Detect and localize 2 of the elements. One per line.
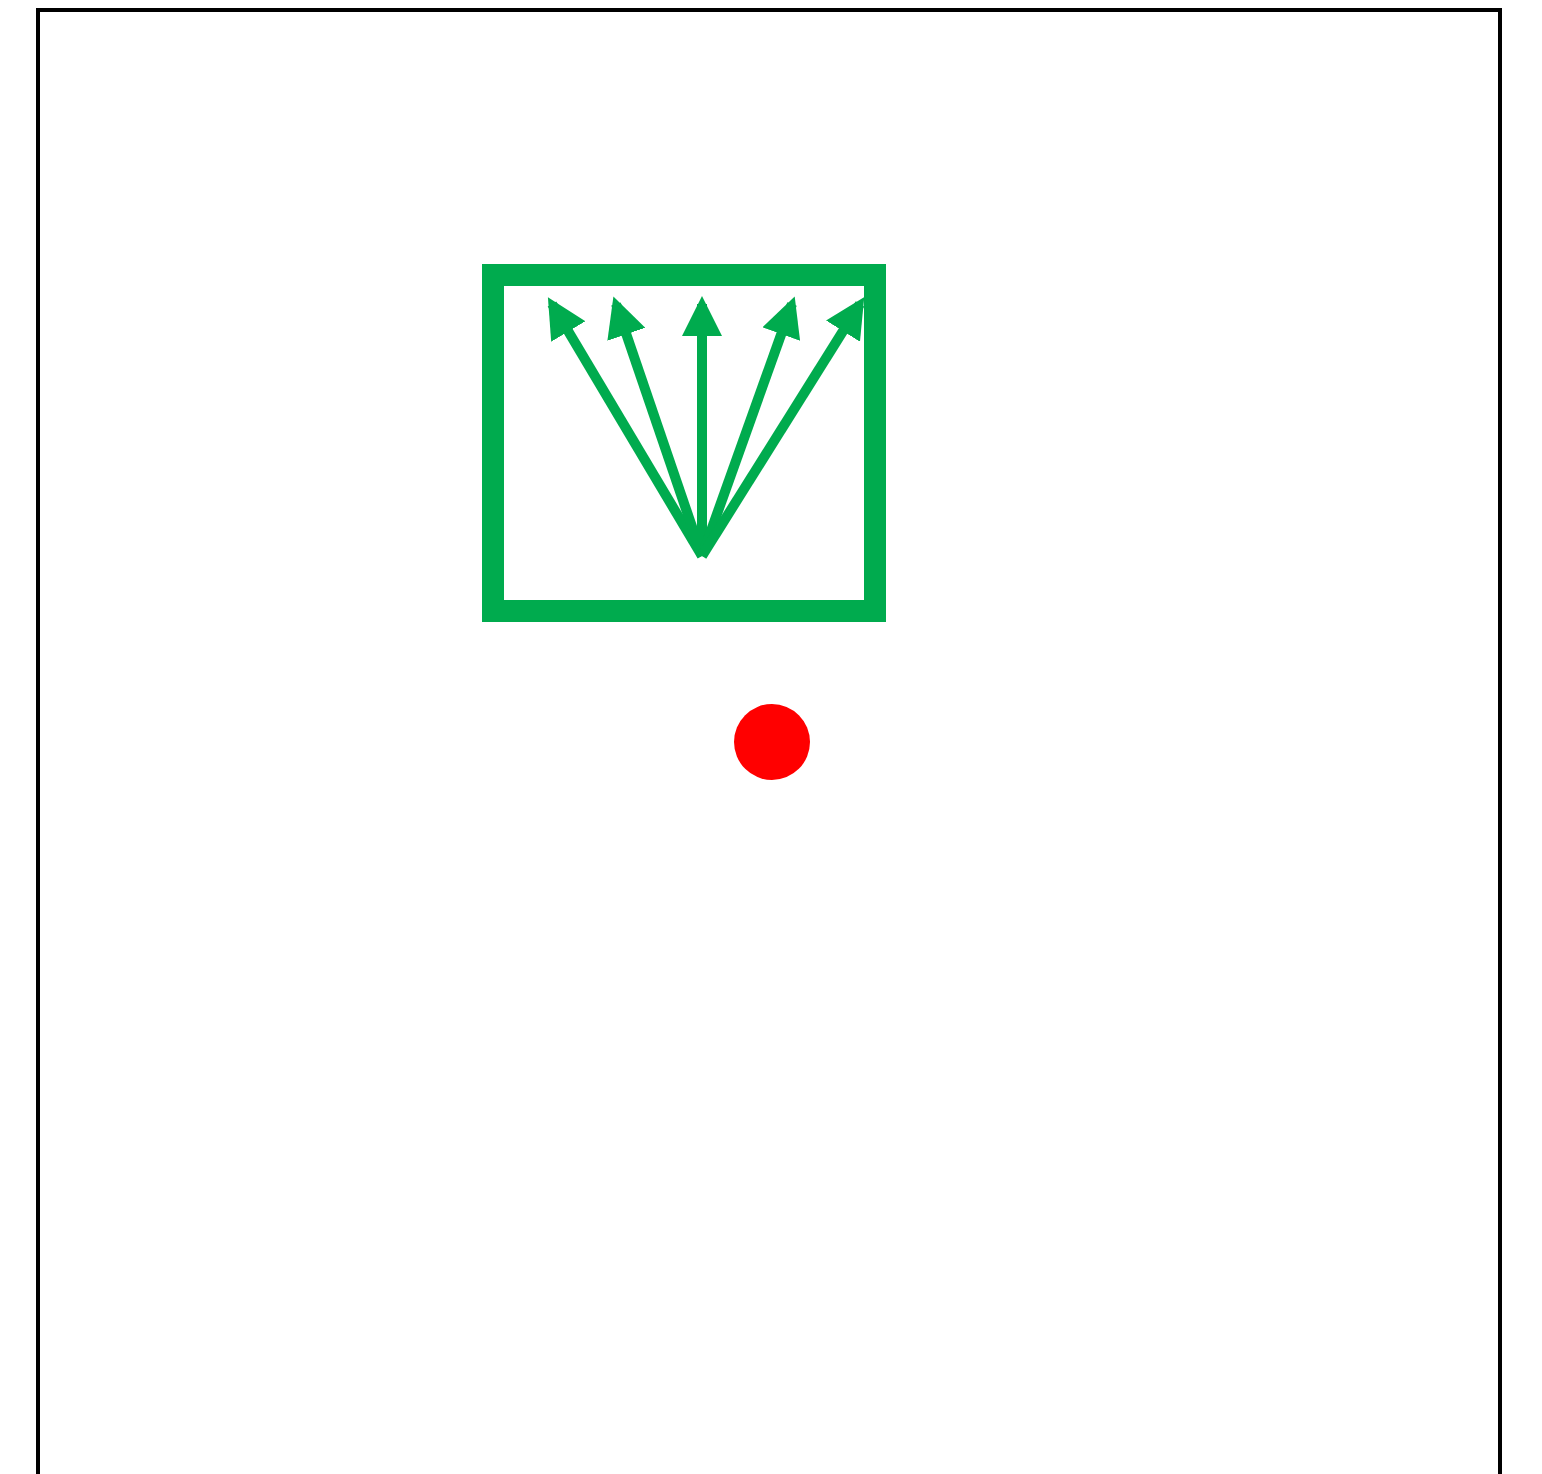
square-outline	[482, 264, 886, 622]
dot	[734, 704, 810, 780]
